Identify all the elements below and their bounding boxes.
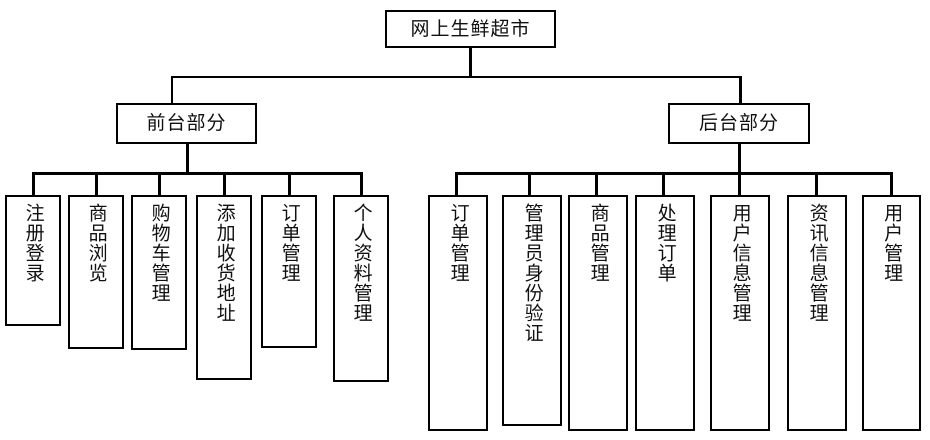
connector-backend-leaf-drop-2 — [528, 172, 531, 196]
leaf-node-backend-5-label: 用户信息管理 — [729, 203, 752, 323]
leaf-node-frontend-6[interactable]: 个人资料管理 — [333, 195, 389, 382]
connector-backend-leaf-drop-1 — [455, 172, 458, 196]
connector-backend-riser — [739, 76, 742, 104]
leaf-node-backend-3-label: 商品管理 — [587, 203, 610, 283]
connector-top-bus — [171, 76, 741, 78]
connector-backend-leaf-drop-7 — [890, 172, 893, 196]
leaf-node-frontend-1-label: 注册登录 — [22, 203, 45, 283]
leaf-node-backend-2-label: 管理员身份验证 — [521, 203, 544, 343]
connector-frontend-riser — [171, 76, 173, 104]
branch-node-backend[interactable]: 后台部分 — [668, 103, 810, 144]
connector-frontend-leaf-drop-2 — [95, 172, 98, 196]
leaf-node-frontend-3-label: 购物车管理 — [148, 203, 171, 303]
branch-node-frontend[interactable]: 前台部分 — [116, 103, 257, 144]
connector-frontend-leaf-drop-6 — [360, 172, 363, 196]
connector-backend-leaf-drop-3 — [595, 172, 598, 196]
leaf-node-backend-6-label: 资讯信息管理 — [806, 203, 829, 323]
leaf-node-backend-7-label: 用户管理 — [881, 203, 904, 283]
leaf-node-frontend-1[interactable]: 注册登录 — [5, 195, 61, 326]
root-node[interactable]: 网上生鲜超市 — [385, 10, 556, 48]
leaf-node-backend-6[interactable]: 资讯信息管理 — [787, 195, 847, 431]
connector-backend-leaf-drop-5 — [738, 172, 741, 196]
leaf-node-frontend-2[interactable]: 商品浏览 — [68, 195, 124, 349]
connector-backend-leaf-drop-6 — [815, 172, 818, 196]
branch-node-backend-label: 后台部分 — [698, 112, 779, 134]
leaf-node-backend-1-label: 订单管理 — [447, 203, 470, 283]
leaf-node-backend-1[interactable]: 订单管理 — [428, 195, 488, 431]
leaf-node-frontend-3[interactable]: 购物车管理 — [131, 195, 187, 350]
connector-frontend-leaf-drop-3 — [158, 172, 161, 196]
connector-frontend-leaf-drop-5 — [288, 172, 291, 196]
branch-node-frontend-label: 前台部分 — [146, 112, 227, 134]
leaf-node-backend-3[interactable]: 商品管理 — [568, 195, 628, 431]
connector-backend-drop — [738, 144, 741, 173]
leaf-node-frontend-5[interactable]: 订单管理 — [261, 195, 317, 348]
connector-root-drop — [469, 48, 472, 77]
connector-backend-bus — [455, 172, 893, 175]
leaf-node-backend-7[interactable]: 用户管理 — [862, 195, 921, 431]
leaf-node-frontend-2-label: 商品浏览 — [85, 203, 108, 283]
leaf-node-frontend-4-label: 添加收货地址 — [213, 203, 236, 323]
connector-frontend-leaf-drop-1 — [32, 172, 35, 196]
connector-backend-leaf-drop-4 — [662, 172, 665, 196]
leaf-node-backend-4-label: 处理订单 — [654, 203, 677, 283]
root-node-label: 网上生鲜超市 — [410, 17, 531, 40]
leaf-node-backend-4[interactable]: 处理订单 — [635, 195, 695, 431]
connector-frontend-drop — [186, 144, 189, 173]
leaf-node-frontend-6-label: 个人资料管理 — [350, 203, 373, 323]
connector-frontend-leaf-drop-4 — [223, 172, 226, 196]
leaf-node-frontend-4[interactable]: 添加收货地址 — [196, 195, 252, 380]
leaf-node-backend-2[interactable]: 管理员身份验证 — [502, 195, 562, 426]
leaf-node-backend-5[interactable]: 用户信息管理 — [710, 195, 770, 431]
connector-frontend-bus — [32, 172, 363, 175]
leaf-node-frontend-5-label: 订单管理 — [278, 203, 301, 283]
